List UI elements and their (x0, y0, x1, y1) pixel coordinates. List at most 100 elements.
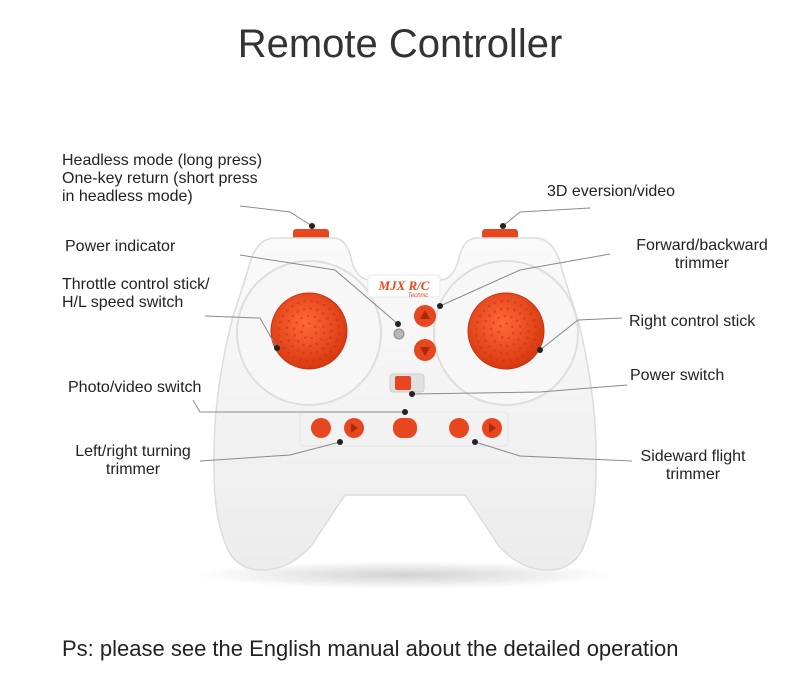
leader-power-switch (411, 384, 628, 395)
stick-texture-dot (513, 301, 517, 304)
leader-sideward (474, 441, 633, 462)
stick-texture-dot (308, 322, 311, 325)
stick-texture-dot (321, 347, 325, 350)
stick-texture-dot (532, 318, 536, 322)
leader-right-stick (539, 317, 623, 351)
page-title: Remote Controller (237, 22, 563, 66)
stick-texture-dot (324, 354, 328, 358)
sideward-left-trim-button[interactable] (449, 418, 469, 438)
stick-texture-dot (534, 325, 537, 328)
stick-texture-dot (329, 336, 332, 340)
stick-texture-dot (493, 349, 497, 352)
label-3d-eversion: 3D eversion/video (547, 183, 676, 200)
stick-texture-dot (292, 355, 296, 359)
stick-texture-dot (292, 327, 296, 331)
stick-texture-dot (332, 312, 336, 316)
stick-texture-dot (285, 333, 289, 336)
stick-texture-dot (316, 308, 319, 312)
stick-texture-dot (302, 324, 305, 328)
stick-texture-dot (484, 319, 488, 323)
forward-trim-button[interactable] (414, 305, 436, 327)
backward-trim-button[interactable] (414, 339, 436, 361)
leader-forward-backward (439, 253, 611, 307)
stick-texture-dot (293, 334, 297, 337)
stick-texture-dot (493, 339, 497, 343)
stick-texture-dot (296, 301, 300, 305)
stick-texture-dot (500, 300, 503, 303)
stick-texture-dot (314, 331, 318, 335)
stick-texture-dot (534, 332, 538, 335)
stick-texture-dot (476, 320, 479, 324)
stick-texture-dot (309, 352, 312, 355)
stick-texture-dot (337, 332, 341, 335)
stick-texture-dot (335, 318, 339, 322)
label-photo-video-switch: Photo/video switch (68, 379, 202, 396)
stick-texture-dot (529, 312, 533, 316)
stick-texture-dot (326, 342, 329, 346)
stick-texture-dot (513, 308, 516, 312)
stick-texture-dot (482, 309, 486, 312)
stick-texture-dot (279, 340, 283, 344)
stick-texture-dot (511, 331, 515, 335)
stick-texture-dot (320, 338, 323, 341)
right-turn-trim-button[interactable] (344, 418, 364, 438)
stick-texture-dot (500, 336, 504, 339)
stick-texture-dot (519, 303, 523, 307)
stick-texture-dot (512, 342, 515, 346)
stick-texture-dot (518, 347, 522, 350)
stick-texture-dot (515, 319, 519, 323)
stick-texture-dot (322, 303, 326, 307)
stick-texture-dot (509, 359, 512, 363)
brand-logo-subtext: Technic (408, 293, 428, 299)
left-turn-trim-button[interactable] (311, 418, 331, 438)
stick-texture-dot (296, 349, 300, 352)
label-power-switch: Power switch (630, 367, 725, 384)
photo-video-button[interactable] (393, 418, 417, 438)
stick-texture-dot (302, 351, 306, 355)
label-right-control-stick: Right control stick (629, 313, 756, 330)
stick-texture-dot (330, 329, 333, 333)
stick-texture-dot (484, 351, 487, 355)
stick-texture-dot (507, 299, 510, 303)
stick-texture-dot (493, 310, 497, 313)
stick-texture-dot (499, 343, 502, 347)
leader-dots (274, 223, 543, 445)
stick-texture-dot (300, 330, 303, 334)
footnote: Ps: please see the English manual about … (62, 636, 679, 661)
stick-texture-dot (302, 307, 306, 311)
stick-texture-dot (287, 319, 291, 323)
stick-texture-dot (277, 327, 281, 331)
stick-texture-dot (337, 325, 341, 328)
stick-texture-dot (482, 333, 486, 336)
leader-throttle (204, 315, 278, 349)
logo-plate (367, 274, 441, 298)
stick-texture-dot (296, 310, 300, 313)
power-indicator-light (393, 328, 405, 340)
stick-texture-dot (322, 325, 325, 328)
leader-lines (192, 205, 633, 462)
stick-texture-dot (333, 344, 337, 348)
stick-texture-dot (499, 351, 503, 355)
stick-texture-dot (497, 330, 500, 334)
stick-texture-dot (492, 321, 495, 324)
stick-texture-dot (519, 332, 523, 335)
sideward-right-trim-button[interactable] (482, 418, 502, 438)
stick-texture-dot (336, 338, 339, 342)
left-control-stick[interactable] (270, 292, 348, 370)
right-control-stick[interactable] (467, 292, 545, 370)
stick-texture-dot (499, 324, 502, 328)
stick-texture-dot (321, 312, 325, 315)
leader-headless-mode (239, 205, 313, 227)
stick-texture-dot (533, 338, 536, 342)
stick-texture-dot (306, 314, 310, 318)
power-switch[interactable] (395, 376, 411, 390)
stick-texture-dot (291, 345, 294, 348)
stick-texture-dot (493, 301, 497, 305)
stick-texture-dot (523, 317, 526, 320)
stick-texture-dot (518, 312, 522, 315)
stick-texture-dot (282, 346, 286, 350)
stick-texture-dot (526, 350, 530, 353)
stick-texture-dot (488, 314, 491, 318)
stick-texture-dot (291, 314, 294, 318)
